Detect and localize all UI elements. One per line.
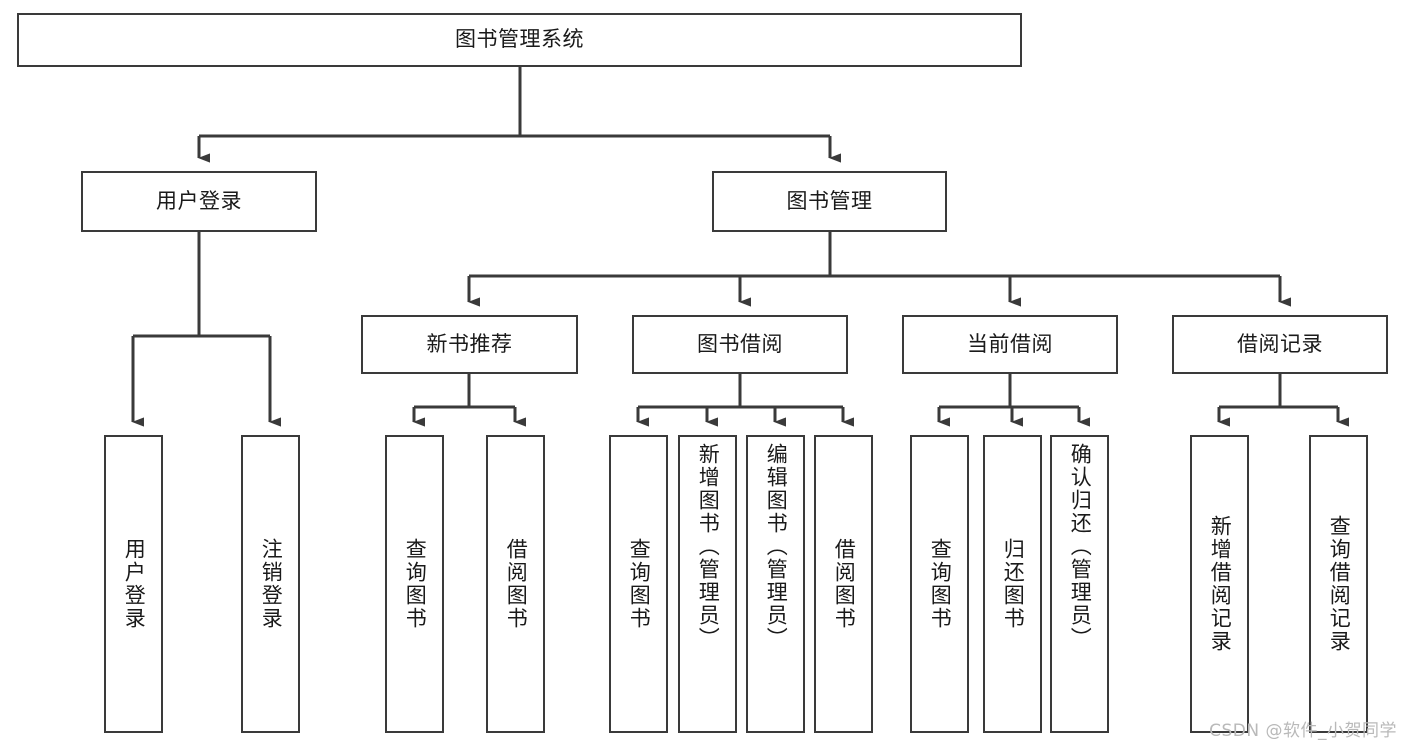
node-root-label: 图书管理系统	[455, 27, 584, 52]
node-leaf-user-login-label: 用户登录	[122, 538, 147, 630]
node-leaf-return-book[interactable]: 归还图书	[983, 435, 1042, 733]
node-new-book-recommend-label: 新书推荐	[426, 331, 513, 356]
node-book-borrow[interactable]: 图书借阅	[632, 315, 848, 374]
node-leaf-add-borrow-record[interactable]: 新增借阅记录	[1190, 435, 1249, 733]
node-current-borrow-label: 当前借阅	[967, 331, 1053, 356]
node-leaf-confirm-return-label: 确认归还（管理员）	[1068, 443, 1093, 650]
node-leaf-borrow-book-recommend-label: 借阅图书	[504, 538, 529, 630]
node-leaf-edit-book-label: 编辑图书（管理员）	[764, 443, 789, 650]
node-leaf-add-book[interactable]: 新增图书（管理员）	[678, 435, 737, 733]
node-borrow-record-label: 借阅记录	[1237, 331, 1323, 356]
node-book-management-label: 图书管理	[786, 188, 873, 213]
node-leaf-edit-book[interactable]: 编辑图书（管理员）	[746, 435, 805, 733]
node-leaf-logout-label: 注销登录	[259, 538, 284, 630]
node-leaf-query-book-recommend-label: 查询图书	[403, 538, 428, 630]
node-root[interactable]: 图书管理系统	[17, 13, 1022, 67]
node-book-borrow-label: 图书借阅	[697, 331, 783, 356]
node-leaf-query-book-current-label: 查询图书	[928, 538, 953, 630]
node-leaf-query-book-recommend[interactable]: 查询图书	[385, 435, 444, 733]
node-new-book-recommend[interactable]: 新书推荐	[361, 315, 578, 374]
node-leaf-borrow-book-recommend[interactable]: 借阅图书	[486, 435, 545, 733]
node-borrow-record[interactable]: 借阅记录	[1172, 315, 1388, 374]
node-leaf-user-login[interactable]: 用户登录	[104, 435, 163, 733]
node-leaf-confirm-return[interactable]: 确认归还（管理员）	[1050, 435, 1109, 733]
node-leaf-return-book-label: 归还图书	[1001, 538, 1026, 630]
node-leaf-borrow-book-label: 借阅图书	[832, 538, 857, 630]
node-user-login-label: 用户登录	[156, 188, 242, 213]
node-user-login[interactable]: 用户登录	[81, 171, 317, 232]
node-leaf-add-borrow-record-label: 新增借阅记录	[1208, 515, 1233, 653]
node-leaf-logout[interactable]: 注销登录	[241, 435, 300, 733]
node-leaf-query-book-current[interactable]: 查询图书	[910, 435, 969, 733]
node-leaf-query-book-borrow-label: 查询图书	[627, 538, 652, 630]
node-book-management[interactable]: 图书管理	[712, 171, 947, 232]
node-leaf-borrow-book[interactable]: 借阅图书	[814, 435, 873, 733]
node-leaf-query-borrow-record[interactable]: 查询借阅记录	[1309, 435, 1368, 733]
node-leaf-query-book-borrow[interactable]: 查询图书	[609, 435, 668, 733]
node-current-borrow[interactable]: 当前借阅	[902, 315, 1118, 374]
node-leaf-add-book-label: 新增图书（管理员）	[696, 443, 721, 650]
node-leaf-query-borrow-record-label: 查询借阅记录	[1327, 515, 1352, 653]
